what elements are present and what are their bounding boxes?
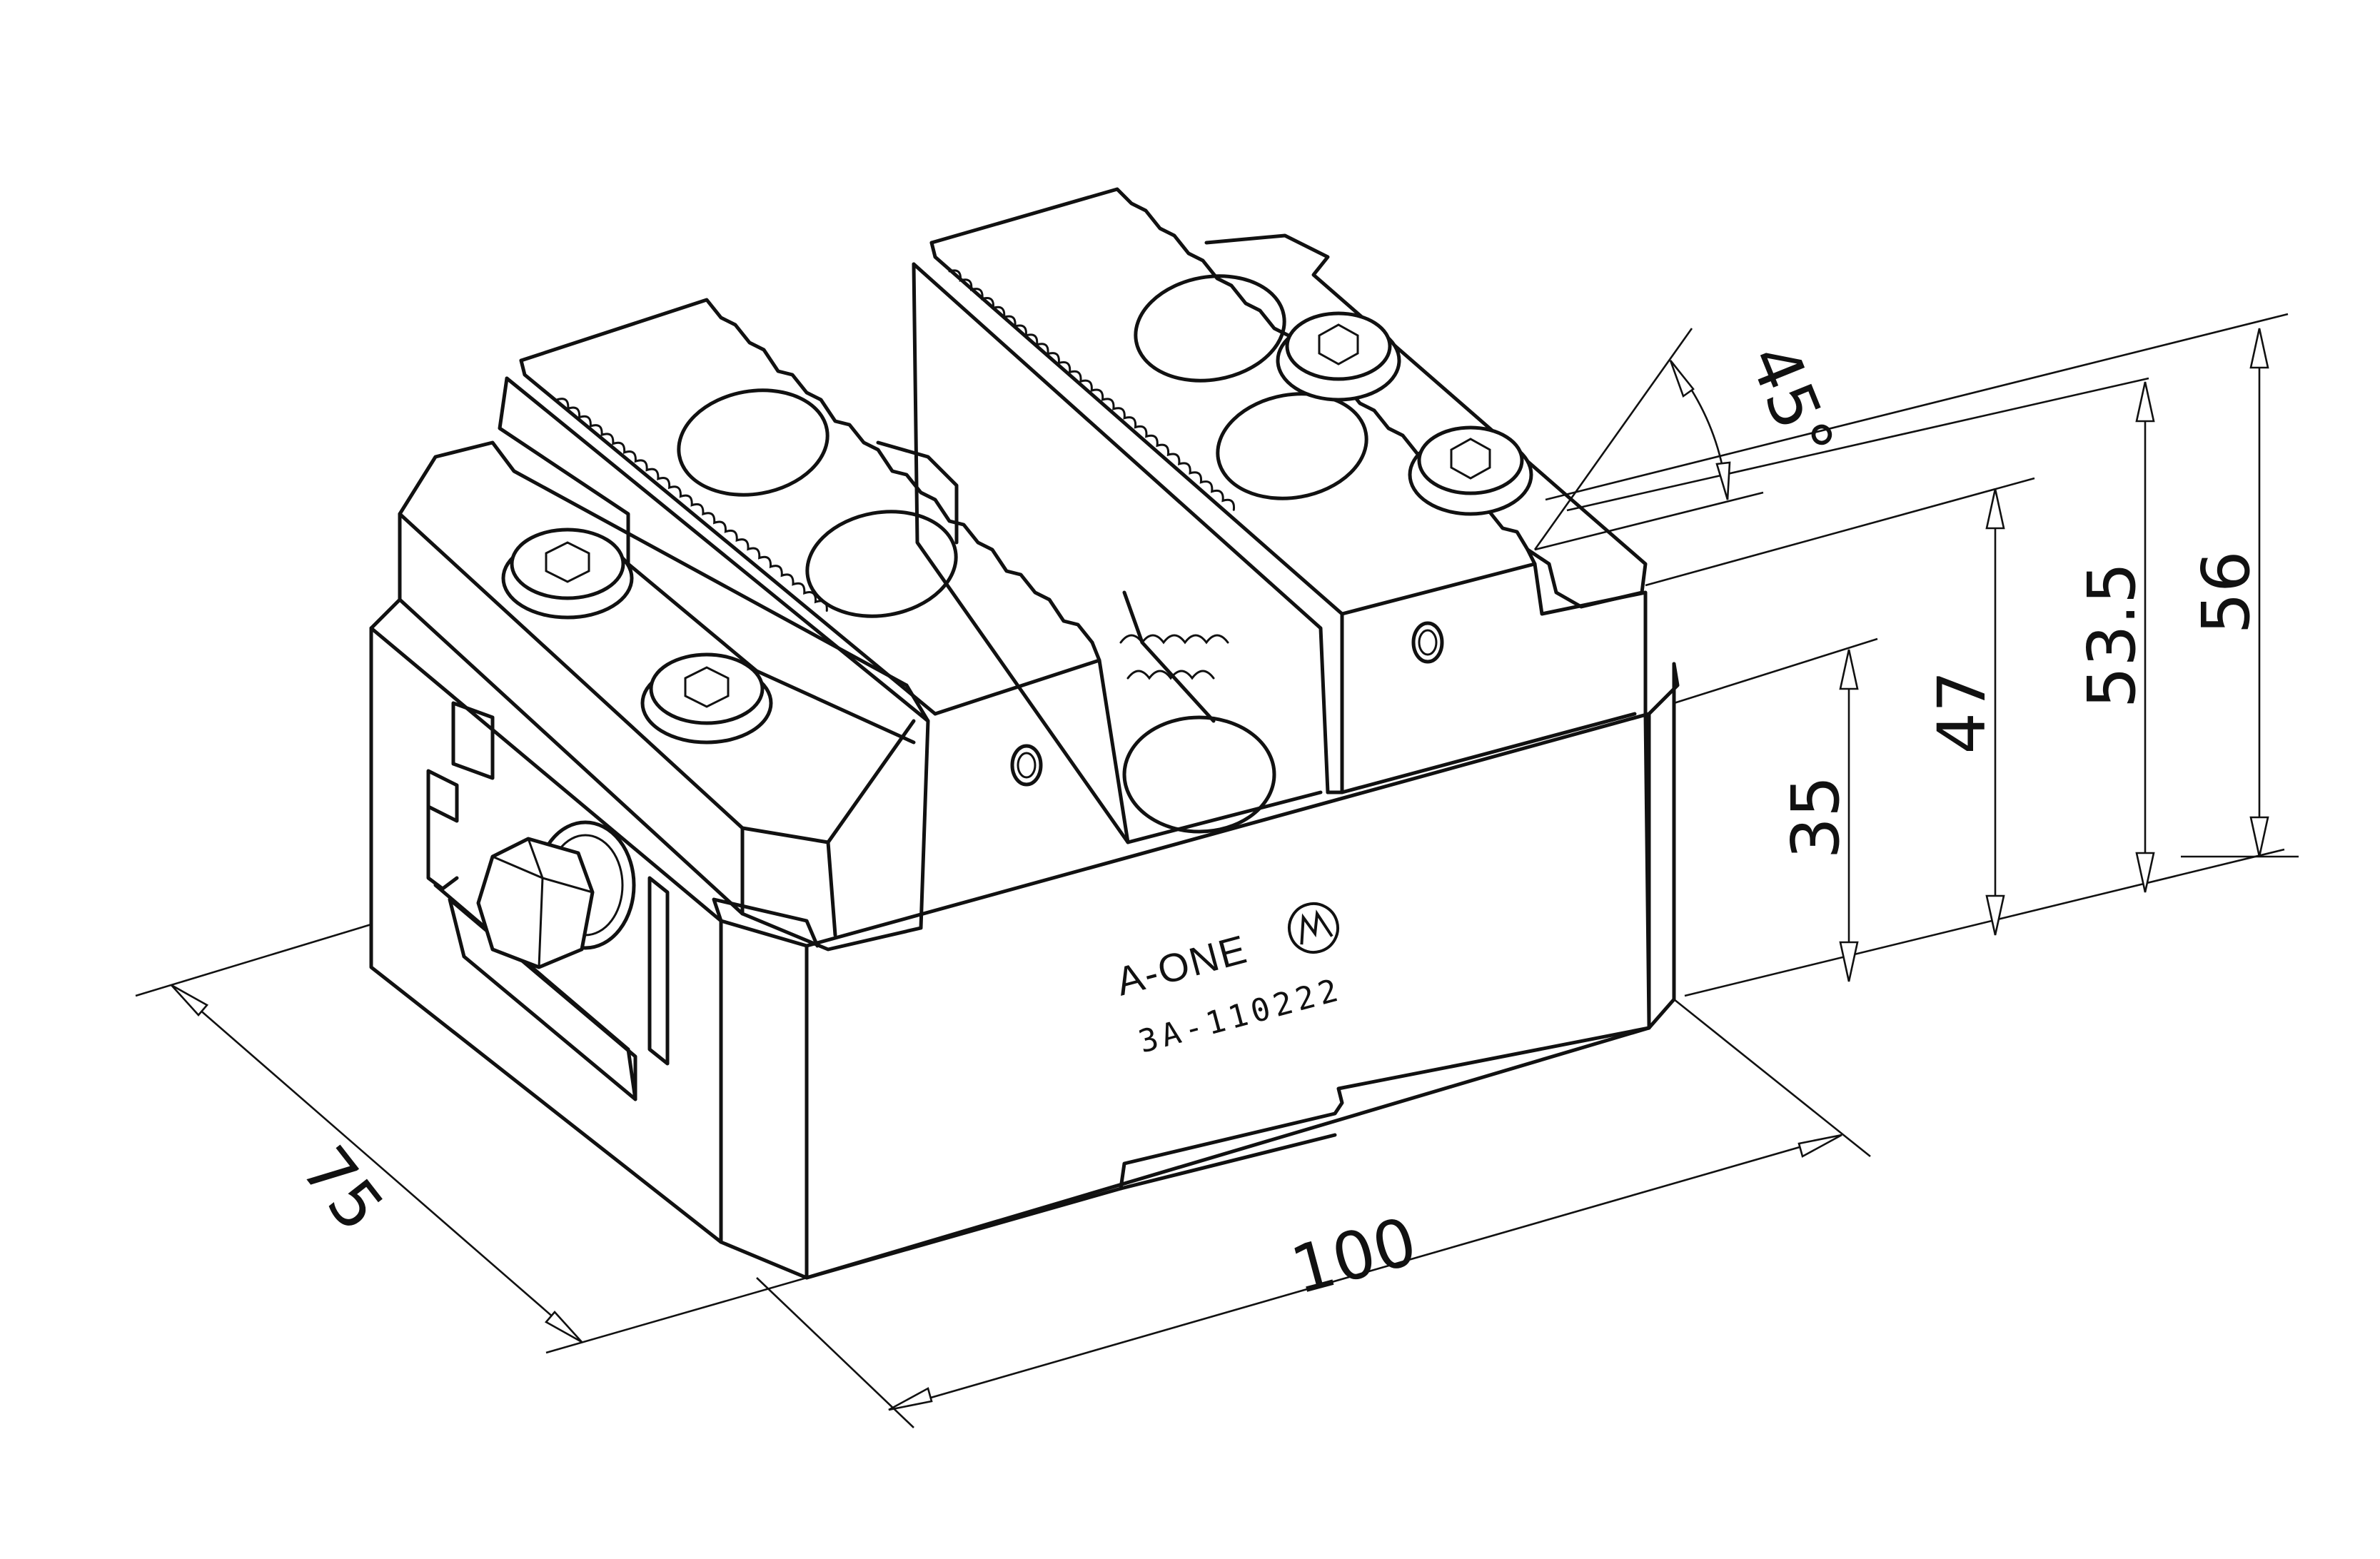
dimension-lines bbox=[135, 313, 2299, 1428]
dim-height-53-5-label: 53.5 bbox=[2074, 562, 2150, 709]
socket-bolt-icon bbox=[1276, 311, 1401, 402]
brand-name: A-ONE bbox=[1111, 926, 1252, 1004]
jaw-hole-icon bbox=[1216, 392, 1368, 500]
right-jaw bbox=[912, 187, 1648, 844]
socket-bolt-icon bbox=[501, 528, 634, 620]
pin-hole-icon bbox=[1411, 621, 1444, 664]
dim-height-56-label: 56 bbox=[2188, 550, 2264, 634]
jaw-hole-icon bbox=[805, 510, 958, 618]
dim-depth-label: 75 bbox=[287, 1133, 398, 1246]
dim-width-label: 100 bbox=[1284, 1203, 1424, 1309]
jaw-hole-icon bbox=[1134, 274, 1286, 383]
left-jaw bbox=[398, 298, 1101, 952]
dim-height-35-label: 35 bbox=[1778, 775, 1854, 859]
brand-logo-icon bbox=[1288, 902, 1339, 954]
socket-bolt-icon bbox=[640, 652, 773, 745]
pin-hole-icon bbox=[1010, 744, 1043, 787]
vise-base bbox=[369, 597, 1680, 1280]
side-adjuster bbox=[426, 701, 670, 1101]
jaw-hole-icon bbox=[677, 388, 830, 497]
depth-dim-line bbox=[171, 984, 583, 1343]
dim-height-47-label: 47 bbox=[1924, 670, 2000, 754]
center-spindle bbox=[876, 440, 1323, 844]
brand-label: A-ONE 3A-110222 bbox=[1111, 902, 1346, 1061]
width-dim-line bbox=[888, 1134, 1842, 1411]
hex-bolt-icon bbox=[476, 837, 595, 969]
socket-bolt-icon bbox=[1408, 425, 1533, 516]
